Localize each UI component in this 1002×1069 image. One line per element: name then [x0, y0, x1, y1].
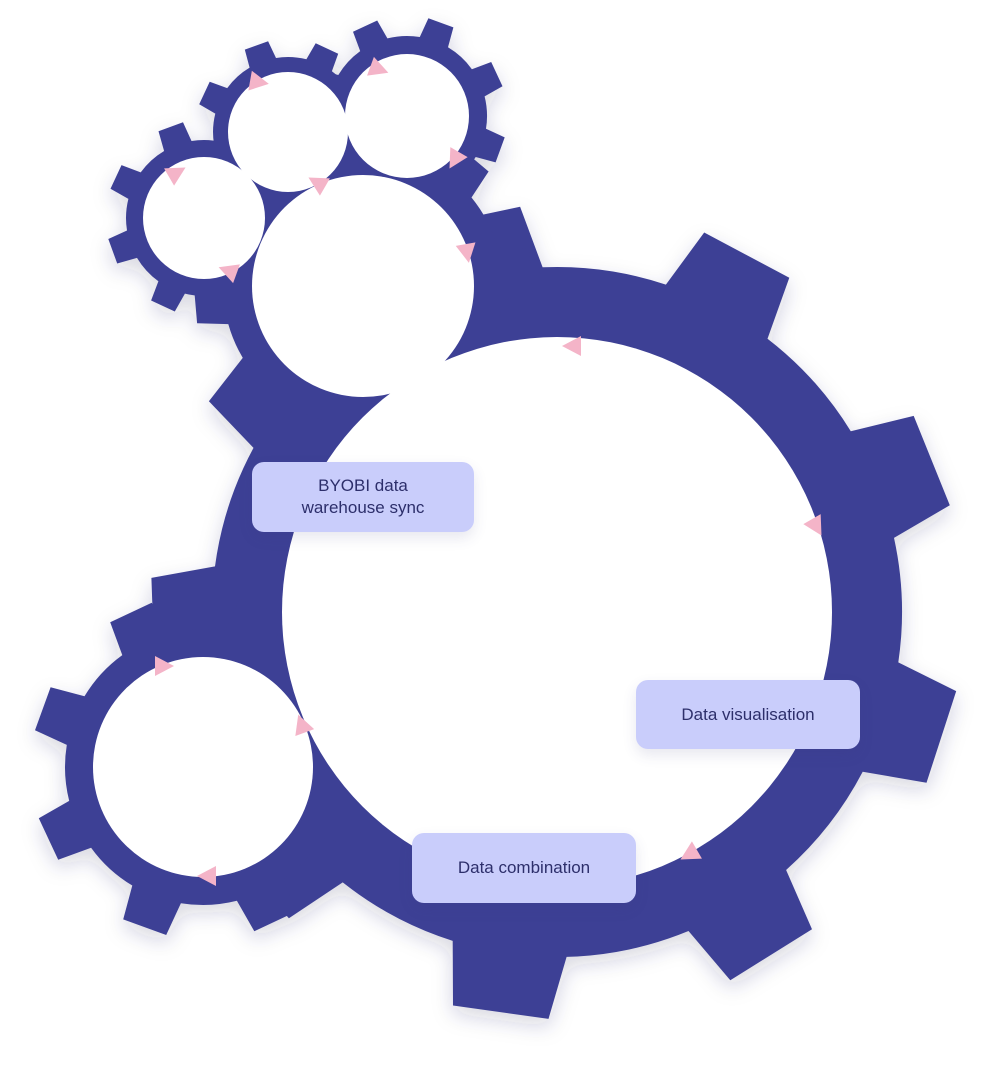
data-visualisation-label-text: Data visualisation: [681, 704, 815, 724]
direction-arrow-icon: [197, 866, 216, 886]
byobi-sync-label-line2: warehouse sync: [301, 498, 425, 517]
direction-arrow-icon: [295, 714, 315, 736]
direction-arrow-icon: [164, 167, 186, 186]
direction-arrow-icon: [680, 841, 702, 860]
top-middle-gear-hole: [228, 72, 348, 192]
main-gear-hole: [282, 337, 832, 887]
direction-arrow-icon: [449, 147, 468, 169]
data-combination-label: Data combination: [412, 833, 636, 903]
bottom-left-gear-hole: [93, 657, 313, 877]
data-combination-label-text: Data combination: [457, 858, 591, 877]
byobi-sync-label-line1: BYOBI data: [318, 476, 408, 495]
top-left-gear-hole: [143, 157, 265, 279]
direction-arrow-icon: [218, 264, 240, 284]
top-large-gear-hole: [252, 175, 474, 397]
direction-arrow-icon: [455, 242, 476, 263]
direction-arrow-icon: [248, 70, 269, 91]
direction-arrow-icon: [803, 514, 822, 536]
direction-arrow-icon: [562, 336, 581, 356]
data-visualisation-label: Data visualisation: [636, 680, 860, 749]
direction-arrow-icon: [367, 56, 389, 76]
byobi-sync-label: BYOBI data warehouse sync: [252, 462, 474, 532]
direction-arrow-icon: [308, 177, 330, 196]
direction-arrow-icon: [155, 656, 174, 676]
top-right-gear-hole: [345, 54, 469, 178]
